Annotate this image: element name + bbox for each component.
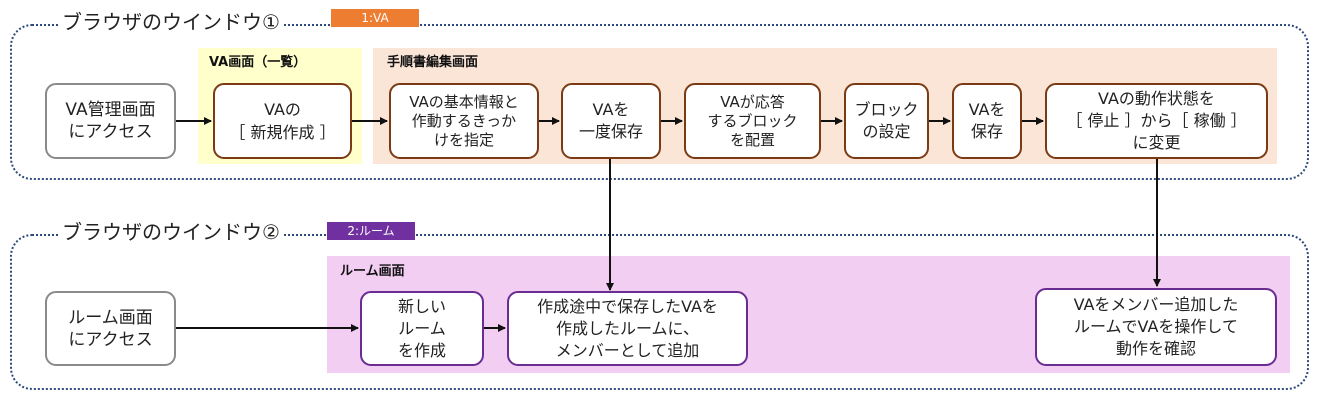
va-new-create-node: VAの ［ 新規作成 ］ [213, 83, 352, 159]
window-1-title: ブラウザのウインドウ① [58, 6, 284, 35]
room-region-label: ルーム画面 [340, 264, 405, 279]
confirm-operation-node: VAをメンバー追加した ルームでVAを操作して 動作を確認 [1035, 288, 1277, 366]
va-basic-info-node: VAの基本情報と 作動するきっか けを指定 [389, 83, 539, 159]
browser-window-2 [10, 234, 1309, 390]
room-create-node: 新しい ルーム を作成 [360, 291, 484, 366]
browser-window-1 [10, 24, 1309, 180]
va-blocks-node: VAが応答 するブロック を配置 [684, 83, 821, 159]
window-1-tag: 1:VA [331, 9, 419, 27]
va-admin-access-node: VA管理画面 にアクセス [45, 83, 176, 159]
room-access-node: ルーム画面 にアクセス [45, 291, 176, 366]
procedure-region-label: 手順書編集画面 [387, 55, 479, 70]
va-save-node: VAを 保存 [952, 83, 1022, 159]
va-status-change-node: VAの動作状態を ［ 停止 ］から［ 稼働 ］ に変更 [1045, 83, 1268, 159]
block-settings-node: ブロック の設定 [844, 83, 929, 159]
va-list-region-label: VA画面（一覧） [209, 55, 307, 70]
window-2-title: ブラウザのウインドウ② [58, 216, 284, 245]
window-2-tag: 2:ルーム [327, 222, 415, 240]
va-save-once-node: VAを 一度保存 [561, 83, 661, 159]
add-va-member-node: 作成途中で保存したVAを 作成したルームに、 メンバーとして追加 [507, 291, 748, 366]
